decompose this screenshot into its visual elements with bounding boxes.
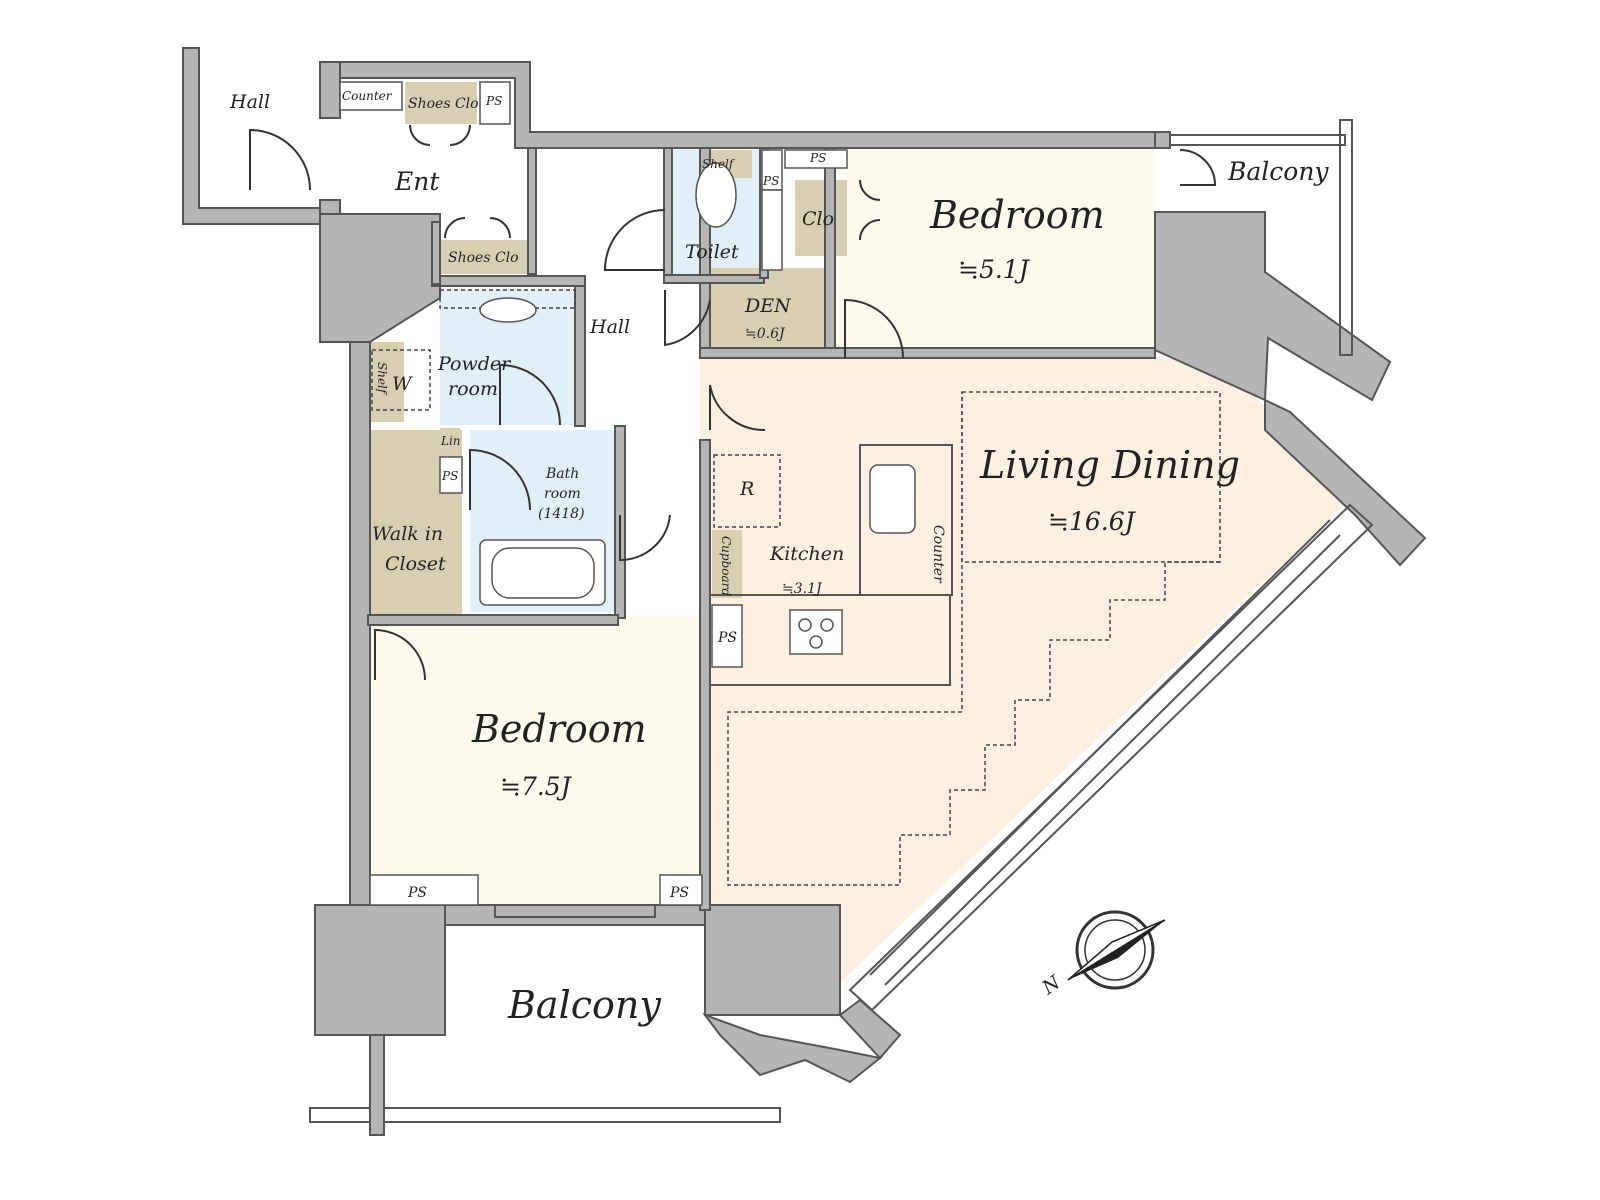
compass-icon: [1067, 910, 1166, 990]
kitchen-area: ≒3.1J: [782, 581, 823, 597]
bath-label-3: (1418): [538, 506, 585, 522]
bedroom-large-label: Bedroom: [471, 707, 647, 751]
powder-room-label-2: room: [448, 378, 498, 400]
shelf-powder-fill: [370, 342, 404, 422]
r-mark-label: R: [739, 478, 754, 500]
w-mark-label: W: [392, 373, 413, 395]
ps-ent-label: PS: [485, 94, 502, 108]
counter-kitchen-label: Counter: [930, 525, 946, 584]
balcony-right-label: Balcony: [1227, 157, 1329, 186]
hall-inner-label: Hall: [589, 316, 630, 338]
cupboard-fill: [712, 530, 742, 598]
bedroom-small-label: Bedroom: [929, 193, 1105, 237]
ps-bottom-right-label: PS: [669, 885, 689, 901]
bath-label-1: Bath: [545, 466, 579, 482]
walls: [182, 47, 1427, 1084]
ent-label: Ent: [394, 167, 440, 196]
bedroom-small-area: ≒5.1J: [958, 255, 1031, 284]
cupboard-label: Cupboard: [719, 536, 733, 596]
doors: [249, 124, 1217, 681]
toilet-label: Toilet: [685, 241, 739, 263]
living-dining-area: ≒16.6J: [1048, 507, 1137, 536]
lin-fill: [440, 428, 460, 452]
ps-kitchen-label: PS: [717, 630, 737, 646]
den-label: DEN: [744, 295, 792, 317]
bedroom-small-floor: [835, 148, 1155, 353]
ps-bottom-left-label: PS: [407, 885, 427, 901]
lin-label: Lin: [440, 434, 461, 448]
hall-outside-label: Hall: [229, 91, 270, 113]
shoes-clo-top-label: Shoes Clo: [408, 96, 479, 112]
clo-label: Clo: [802, 208, 834, 230]
bath-label-2: room: [544, 486, 581, 502]
kitchen-label: Kitchen: [769, 543, 844, 565]
ps-bath-label: PS: [441, 469, 458, 483]
ps-toilet-top-label: PS: [809, 151, 826, 165]
fixtures: [339, 81, 1221, 906]
powder-room-label-1: Powder: [437, 353, 512, 375]
bedroom-large-area: ≒7.5J: [500, 772, 573, 801]
shelf-toilet-label: Shelf: [702, 157, 736, 171]
bedroom-large-floor: [368, 615, 701, 907]
walk-in-closet-label-2: Closet: [385, 553, 446, 575]
shelf-powder-label: Shelf: [375, 362, 389, 396]
living-dining-label: Living Dining: [979, 443, 1240, 487]
shoes-clo-lower-label: Shoes Clo: [448, 250, 519, 266]
compass-n-label: N: [1037, 971, 1065, 1000]
walk-in-closet-label-1: Walk in: [372, 523, 443, 545]
shoes-closet-lower: [440, 240, 528, 274]
windows: [309, 119, 1353, 1136]
counter-ent-label: Counter: [342, 89, 393, 103]
balcony-bottom-label: Balcony: [507, 983, 661, 1027]
living-dining-floor: [700, 358, 1350, 992]
shoes-closet-top: [405, 82, 477, 124]
clo-fill: [795, 180, 847, 256]
den-area: ≒0.6J: [745, 326, 786, 342]
ps-toilet-side-label: PS: [762, 174, 779, 188]
